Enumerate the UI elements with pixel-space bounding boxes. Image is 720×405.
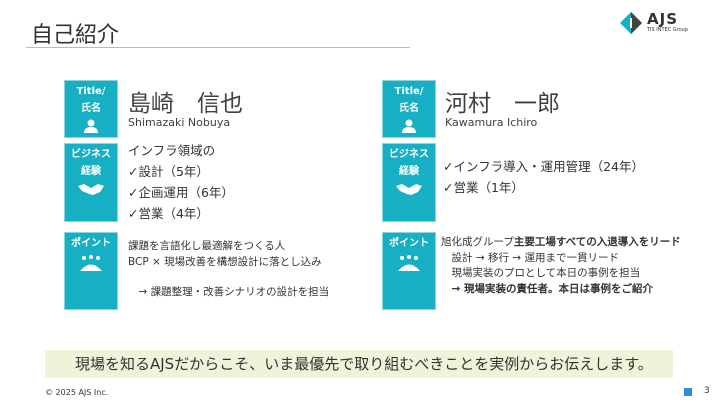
person-icon [402,119,416,133]
point-item: 課題を言語化し最適解をつくる人 [128,240,286,252]
point-list: 課題を言語化し最適解をつくる人 BCP × 現場改善を構想設計に落とし込み → … [128,239,329,301]
page-number: 3 [704,386,710,396]
person-name: 河村 一郎 [445,91,560,117]
label-name: 氏名 [81,103,101,114]
point-item: → 現場実装の責任者。本日は事例をご紹介 [441,282,653,295]
logo-mark-icon [620,12,642,34]
person-icon [84,119,98,133]
point-item: → 課題整理・改善シナリオの設計を担当 [128,286,330,298]
copyright: © 2025 AJS Inc. [45,388,109,397]
experience-list: ✓インフラ導入・運用管理（24年） ✓営業（1年） [443,156,644,198]
point-item: BCP × 現場改善を構想設計に落とし込み [128,255,322,268]
label-experience: 経験 [81,166,101,177]
label-business: ビジネス [389,149,429,160]
person-name: 島崎 信也 [128,91,243,117]
point-item: 現場実装のプロとして本日の事例を担当 [441,267,641,279]
page-marker-icon [684,388,692,396]
business-experience-box: ビジネス 経験 [64,143,118,222]
handshake-icon [78,184,104,195]
logo-sub: TIS INTEC Group [647,27,689,33]
label-title: Title/ [394,86,424,97]
handshake-icon [396,184,422,195]
experience-item: ✓設計（5年） [128,164,209,179]
label-experience: 経験 [399,166,419,177]
label-point: ポイント [71,238,111,249]
title-name-box: Title/ 氏名 [382,80,436,138]
point-box: ポイント [382,232,436,310]
experience-item: インフラ領域の [128,143,216,158]
point-box: ポイント [64,232,118,310]
person-roman-name: Kawamura Ichiro [445,116,538,129]
logo-text: AJS [647,10,678,28]
business-experience-box: ビジネス 経験 [382,143,436,222]
point-text: 旭化成グループ [441,236,514,248]
experience-item: ✓営業（4年） [128,206,209,221]
point-item: 旭化成グループ主要工場すべての入退導入をリード [441,235,681,251]
experience-item: ✓インフラ導入・運用管理（24年） [443,159,645,174]
person-roman-name: Shimazaki Nobuya [128,116,231,129]
team-icon [80,255,102,271]
point-list: 旭化成グループ主要工場すべての入退導入をリード 設計 → 移行 → 運用まで一貫… [441,235,681,297]
summary-banner: 現場を知るAJSだからこそ、いま最優先で取り組むべきことを実例からお伝えします。 [45,350,673,378]
label-point: ポイント [389,238,429,249]
point-item: 設計 → 移行 → 運用まで一貫リード [441,251,619,264]
experience-item: ✓企画運用（6年） [128,185,234,200]
title-divider [26,47,410,48]
title-name-box: Title/ 氏名 [64,80,118,138]
label-business: ビジネス [71,149,111,160]
team-icon [398,255,420,271]
experience-item: ✓営業（1年） [443,180,524,195]
label-name: 氏名 [399,103,419,114]
page-title: 自己紹介 [31,23,120,48]
point-text-bold: 主要工場すべての入退導入をリード [513,236,681,248]
experience-list: インフラ領域の ✓設計（5年） ✓企画運用（6年） ✓営業（4年） [128,140,234,224]
label-title: Title/ [76,86,106,97]
